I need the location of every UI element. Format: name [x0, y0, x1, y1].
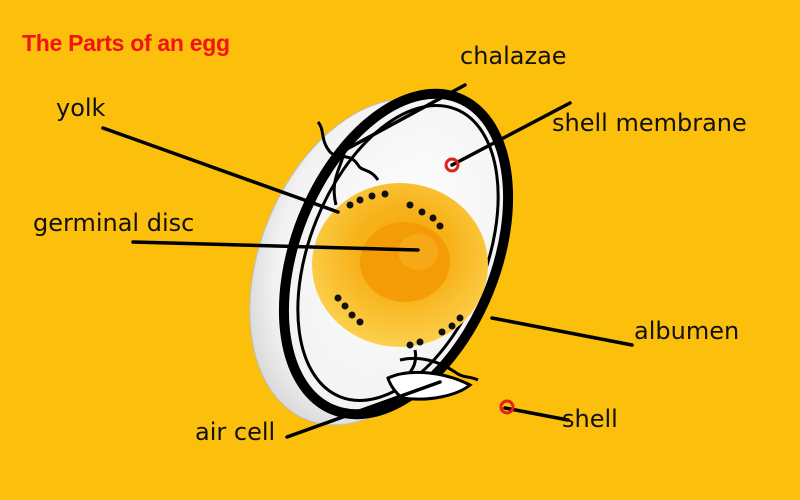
label-albumen: albumen: [634, 317, 740, 345]
shell-membrane-marker: [444, 157, 460, 173]
chalazae-cord-bottom: [399, 356, 479, 382]
label-shell-membrane: shell membrane: [552, 109, 747, 137]
leader-albumen: [490, 316, 634, 347]
label-chalazae: chalazae: [460, 42, 567, 70]
label-germinal-disc: germinal disc: [33, 209, 195, 237]
leader-shell-membrane: [450, 101, 572, 167]
leader-germinal-disc: [131, 240, 420, 252]
germinal-disc-shape: [360, 222, 450, 302]
leader-lines: [101, 83, 634, 439]
label-shell: shell: [562, 405, 618, 433]
leader-chalazae: [343, 83, 467, 152]
label-air-cell: air cell: [195, 418, 276, 446]
label-yolk: yolk: [56, 94, 106, 122]
chalazae-cord-top-2: [332, 149, 347, 206]
leader-shell: [503, 406, 570, 422]
yolk-membrane-dots: [334, 190, 464, 349]
diagram-title: The Parts of an egg: [22, 30, 230, 56]
leader-yolk: [101, 126, 340, 214]
germinal-disc-highlight: [398, 234, 438, 270]
shell-marker: [499, 399, 515, 415]
leader-air-cell: [285, 380, 442, 439]
